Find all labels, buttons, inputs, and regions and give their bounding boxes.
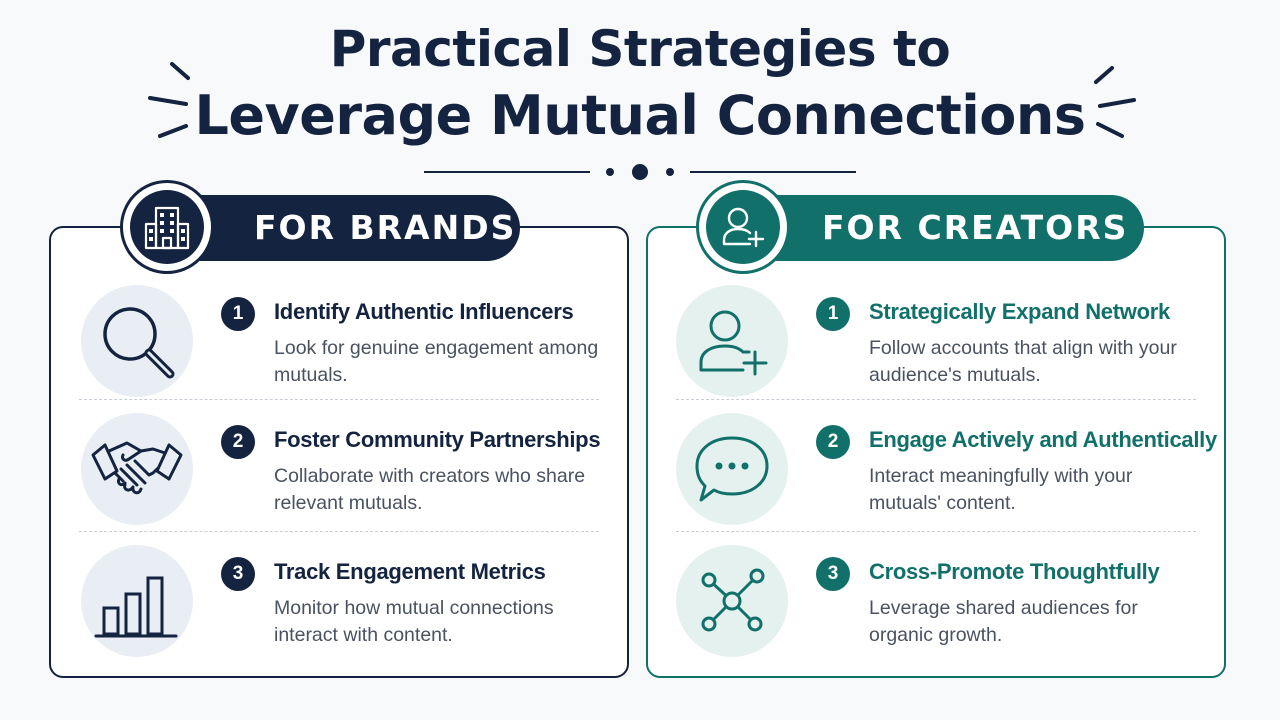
handshake-icon	[91, 441, 183, 495]
creators-item-1-desc: Follow accounts that align with your aud…	[869, 337, 1177, 386]
brands-item-3-number: 3	[221, 557, 255, 591]
add-user-icon	[699, 310, 768, 376]
creators-item-1-number: 1	[816, 297, 850, 331]
brands-panel: 1 Identify Authentic Influencers Look fo…	[49, 226, 629, 678]
creators-item-2-icon-circle	[676, 413, 788, 525]
brands-item-2: 2 Foster Community Partnerships Collabor…	[81, 413, 601, 533]
brands-header-badge	[120, 180, 214, 274]
creators-item-2: 2 Engage Actively and Authentically Inte…	[676, 413, 1217, 533]
bar-chart-icon	[94, 576, 178, 638]
brands-separator-2	[79, 531, 599, 532]
brands-item-1-icon-circle	[81, 285, 193, 397]
brands-item-2-icon-circle	[81, 413, 193, 525]
brands-header: FOR BRANDS	[190, 195, 520, 261]
brands-item-1-title: Identify Authentic Influencers	[274, 299, 574, 324]
brands-item-3: 3 Track Engagement Metrics Monitor how m…	[81, 545, 601, 665]
brands-item-3-desc: Monitor how mutual connections interact …	[274, 597, 554, 646]
creators-item-2-desc: Interact meaningfully with your mutuals'…	[869, 465, 1133, 514]
network-icon	[701, 568, 765, 632]
creators-item-3-desc: Leverage shared audiences for organic gr…	[869, 597, 1138, 646]
creators-item-3-number: 3	[816, 557, 850, 591]
magnifier-icon	[103, 307, 175, 379]
brands-item-3-title: Track Engagement Metrics	[274, 559, 546, 584]
title-divider	[424, 164, 856, 180]
add-user-icon	[722, 207, 765, 248]
creators-panel: 1 Strategically Expand Network Follow ac…	[646, 226, 1226, 678]
creators-item-2-number: 2	[816, 425, 850, 459]
brands-item-3-icon-circle	[81, 545, 193, 657]
brands-item-2-desc: Collaborate with creators who share rele…	[274, 465, 586, 514]
creators-item-2-title: Engage Actively and Authentically	[869, 427, 1217, 452]
title-line-2: Leverage Mutual Connections	[194, 84, 1086, 147]
creators-item-3-icon-circle	[676, 545, 788, 657]
creators-header-badge	[696, 180, 790, 274]
creators-item-1-title: Strategically Expand Network	[869, 299, 1170, 324]
creators-item-1-icon-circle	[676, 285, 788, 397]
right-spark-icon	[1094, 66, 1136, 138]
chat-bubble-icon	[695, 436, 769, 502]
creators-header: FOR CREATORS	[760, 195, 1144, 261]
creators-item-1: 1 Strategically Expand Network Follow ac…	[676, 285, 1196, 405]
brands-item-2-number: 2	[221, 425, 255, 459]
building-icon	[144, 206, 190, 250]
brands-item-1-desc: Look for genuine engagement among mutual…	[274, 337, 599, 386]
creators-item-3: 3 Cross-Promote Thoughtfully Leverage sh…	[676, 545, 1196, 665]
creators-item-3-title: Cross-Promote Thoughtfully	[869, 559, 1160, 584]
brands-separator-1	[79, 399, 599, 400]
left-spark-icon	[148, 62, 190, 138]
brands-item-2-title: Foster Community Partnerships	[274, 427, 601, 452]
title-line-1: Practical Strategies to	[329, 20, 951, 78]
creators-separator-2	[676, 531, 1196, 532]
brands-item-1-number: 1	[221, 297, 255, 331]
creators-separator-1	[676, 399, 1196, 400]
brands-item-1: 1 Identify Authentic Influencers Look fo…	[81, 285, 601, 405]
